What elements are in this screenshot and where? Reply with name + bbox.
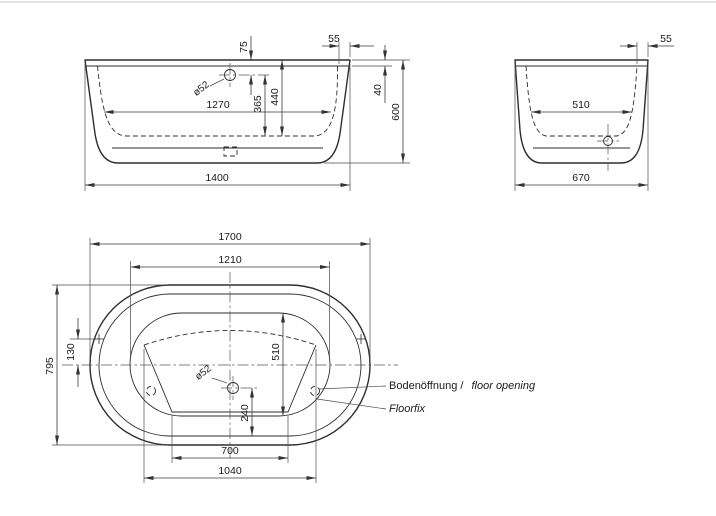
front-dim-365-label: 365 <box>252 95 264 113</box>
plan-dim-240-label: 240 <box>239 404 251 422</box>
plan-outer-rim <box>89 284 371 446</box>
front-view: 1270 1400 600 365 440 75 55 40 ø52 <box>84 33 410 191</box>
front-base-drain-hidden <box>223 146 238 157</box>
plan-dim-795-label: 795 <box>44 357 56 375</box>
front-basin-hidden-edge <box>97 65 338 137</box>
end-view: 510 670 55 <box>514 33 674 191</box>
plan-basin-floor-hidden-edge <box>143 330 317 346</box>
floorfix-fitting-right <box>310 386 320 396</box>
plan-dim-1040-label: 1040 <box>218 465 242 477</box>
front-overflow-leader <box>209 78 225 87</box>
front-dim-1400-label: 1400 <box>205 172 229 184</box>
floorfix-fitting-left <box>146 386 156 396</box>
floor-opening-label-en: floor opening <box>471 380 535 392</box>
front-dim-75-label: 75 <box>238 41 250 53</box>
floor-opening-leader <box>318 385 387 390</box>
front-dim-1270-label: 1270 <box>206 99 230 111</box>
front-dim-440-label: 440 <box>269 88 281 106</box>
floor-opening-label-de: Bodenöffnung / <box>389 380 464 392</box>
plan-inner-rim <box>98 293 362 437</box>
rim-fixing-mark-right <box>356 334 366 344</box>
end-dim-510-label: 510 <box>572 99 590 111</box>
rim-fixing-mark-left <box>94 334 104 344</box>
end-basin-hidden-edge <box>525 65 638 137</box>
front-dim-55-label: 55 <box>328 33 340 45</box>
plan-dim-510-label: 510 <box>270 343 282 361</box>
plan-view: 1700 1210 795 130 510 240 700 1040 ø52 B… <box>44 231 536 483</box>
plan-dim-1210-label: 1210 <box>218 254 242 266</box>
plan-basin-edge <box>129 312 331 417</box>
floorfix-label: Floorfix <box>389 403 426 415</box>
front-tub-outline <box>84 59 351 164</box>
end-dim-55-label: 55 <box>660 33 672 45</box>
end-tub-outline <box>514 59 649 164</box>
end-dim-670-label: 670 <box>572 172 590 184</box>
floorfix-leader <box>316 398 387 410</box>
floor-opening-label: Bodenöffnung / floor opening <box>389 380 536 392</box>
plan-drain-leader <box>211 377 228 384</box>
plan-drain-diameter-label: ø52 <box>193 363 214 383</box>
plan-dim-1700-label: 1700 <box>218 231 242 243</box>
front-overflow-diameter-label: ø52 <box>191 79 212 99</box>
front-dim-600-label: 600 <box>390 103 402 121</box>
plan-dim-700-label: 700 <box>221 445 239 457</box>
plan-dim-130-label: 130 <box>65 343 77 361</box>
front-dim-40-label: 40 <box>372 84 384 96</box>
